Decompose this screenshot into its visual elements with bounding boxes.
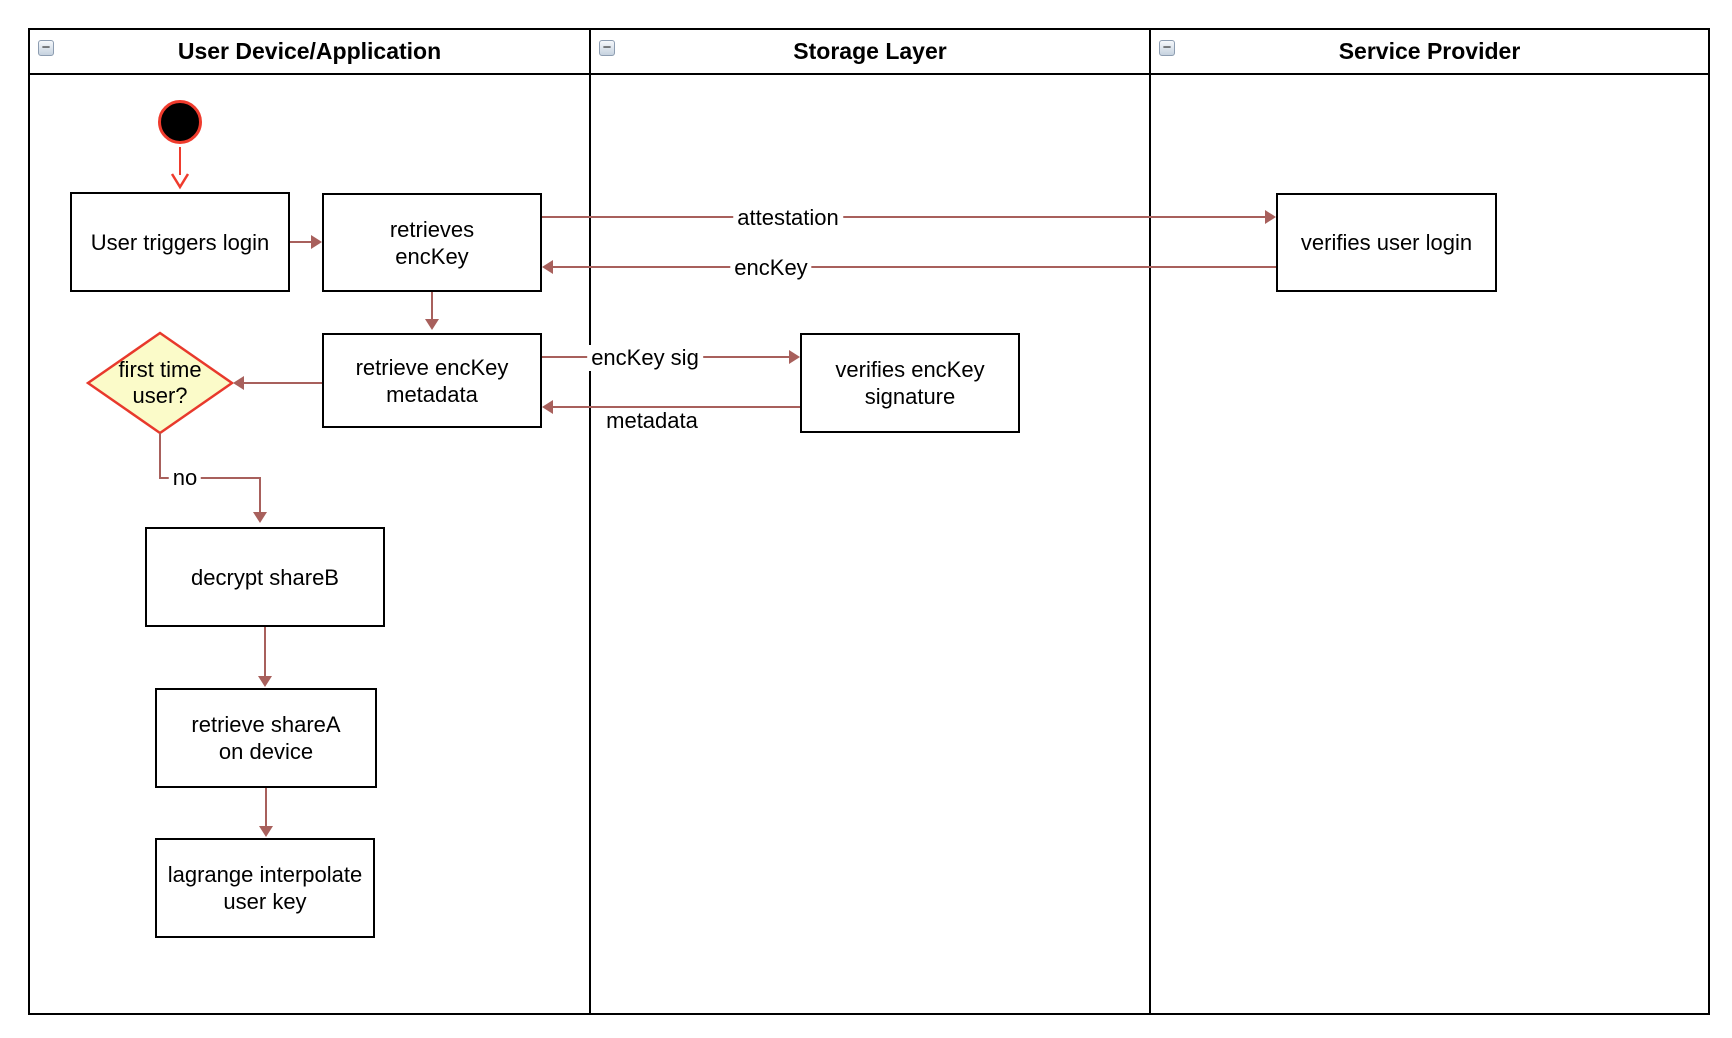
lane-divider-1 — [589, 28, 591, 1015]
lane-title-user-device: User Device/Application — [177, 38, 442, 64]
edge-login-to-retrieves-line — [290, 241, 314, 243]
collapse-lane-user-device-button[interactable]: − — [38, 40, 54, 56]
edge-label-metadata: metadata — [602, 408, 702, 434]
arrowhead-down-icon — [258, 676, 272, 687]
edge-attestation-line — [542, 216, 1266, 218]
arrowhead-down-icon — [259, 826, 273, 837]
edge-label-enckey-sig: encKey sig — [587, 345, 703, 371]
arrowhead-left-icon — [233, 376, 244, 390]
edge-sharea-to-lagrange-line — [265, 788, 267, 827]
start-edge-line — [179, 147, 181, 175]
edge-no-segment-3 — [259, 477, 261, 513]
node-decrypt-shareb[interactable]: decrypt shareB — [145, 527, 385, 627]
edge-label-no: no — [168, 465, 202, 491]
edge-label-enckey: encKey — [730, 255, 812, 281]
arrowhead-left-icon — [542, 400, 553, 414]
decision-label: first time user? — [118, 357, 202, 408]
edge-no-segment-2 — [159, 477, 261, 479]
edge-shareb-to-sharea-line — [264, 627, 266, 677]
edge-no-segment-1 — [159, 433, 161, 479]
arrowhead-right-icon — [789, 350, 800, 364]
arrowhead-right-icon — [1265, 210, 1276, 224]
node-verifies-user-login[interactable]: verifies user login — [1276, 193, 1497, 292]
node-retrieve-sharea-on-device[interactable]: retrieve shareA on device — [155, 688, 377, 788]
arrowhead-right-icon — [311, 235, 322, 249]
start-node[interactable] — [158, 100, 202, 144]
edge-metadata-return-line — [551, 406, 800, 408]
arrowhead-down-icon — [253, 512, 267, 523]
arrowhead-left-icon — [542, 260, 553, 274]
edge-enckey-return-line — [551, 266, 1276, 268]
arrowhead-down-icon — [425, 319, 439, 330]
edge-retrieves-to-metadata-line — [431, 292, 433, 320]
node-verifies-enckey-signature[interactable]: verifies encKey signature — [800, 333, 1020, 433]
minus-icon: − — [41, 39, 51, 56]
lane-divider-2 — [1149, 28, 1151, 1015]
edge-metadata-to-decision-line — [242, 382, 322, 384]
lane-header-divider — [28, 73, 1710, 75]
minus-icon: − — [1162, 39, 1172, 56]
node-user-triggers-login[interactable]: User triggers login — [70, 192, 290, 292]
collapse-lane-storage-layer-button[interactable]: − — [599, 40, 615, 56]
pool-frame — [28, 28, 1710, 1015]
start-arrowhead-icon — [170, 173, 190, 190]
node-lagrange-interpolate-user-key[interactable]: lagrange interpolate user key — [155, 838, 375, 938]
edge-label-attestation: attestation — [733, 205, 843, 231]
decision-first-time-user[interactable]: first time user? — [85, 330, 235, 436]
minus-icon: − — [602, 39, 612, 56]
collapse-lane-service-provider-button[interactable]: − — [1159, 40, 1175, 56]
lane-title-service-provider: Service Provider — [1338, 38, 1521, 64]
node-retrieve-enckey-metadata[interactable]: retrieve encKey metadata — [322, 333, 542, 428]
lane-title-storage-layer: Storage Layer — [793, 38, 947, 64]
node-retrieves-enckey[interactable]: retrieves encKey — [322, 193, 542, 292]
